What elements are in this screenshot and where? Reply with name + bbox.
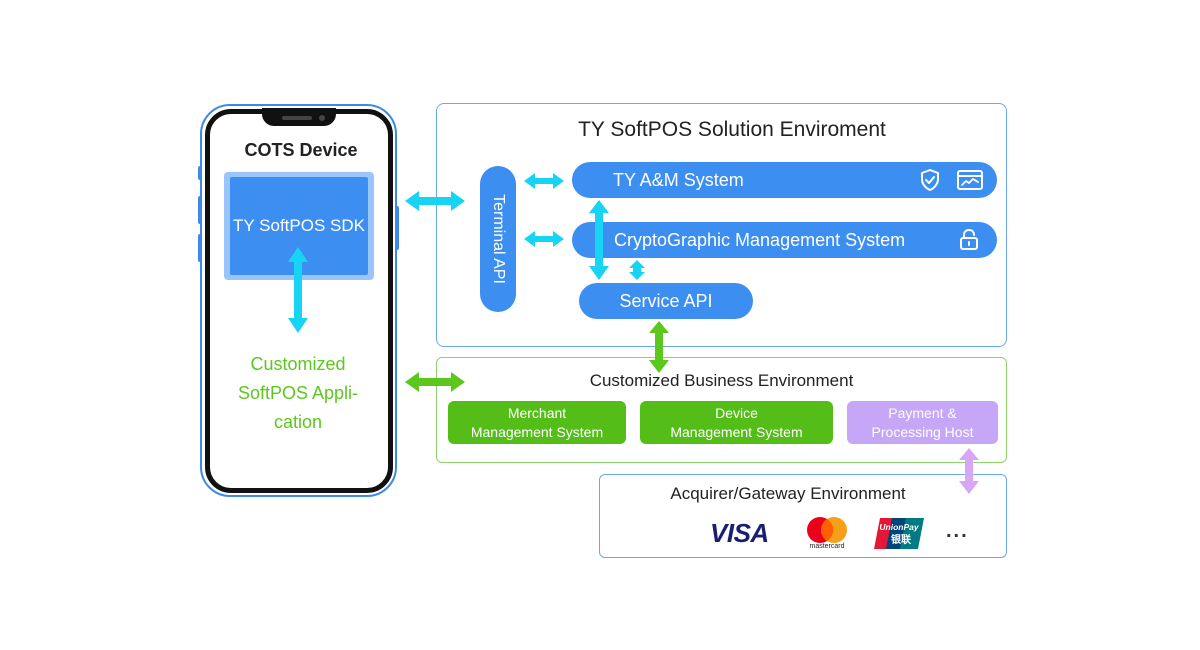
payment-processing-card: Payment & Processing Host bbox=[847, 401, 998, 444]
lock-open-icon bbox=[960, 228, 978, 250]
crypto-service-arrow bbox=[629, 260, 645, 280]
am-system-label: TY A&M System bbox=[613, 169, 744, 190]
terminal-crypto-arrow bbox=[524, 231, 564, 247]
crypto-system-label: CryptoGraphic Management System bbox=[614, 229, 906, 250]
terminal-am-arrow bbox=[524, 173, 564, 189]
card-line: Processing Host bbox=[871, 423, 974, 440]
card-line: Device bbox=[715, 404, 758, 421]
phone-side-button bbox=[198, 166, 202, 180]
solution-environment-box bbox=[436, 103, 1007, 347]
device-terminal-arrow bbox=[405, 191, 465, 211]
phone-side-button bbox=[198, 196, 202, 224]
card-line: Management System bbox=[670, 423, 803, 440]
phone-camera bbox=[319, 115, 325, 121]
dashboard-card-icon bbox=[957, 170, 983, 190]
mastercard-logo bbox=[807, 517, 847, 543]
app-label-line: Customized bbox=[250, 354, 346, 374]
more-networks-ellipsis: ... bbox=[946, 520, 969, 542]
merchant-management-card: Merchant Management System bbox=[448, 401, 626, 444]
service-api-label: Service API bbox=[619, 290, 713, 311]
business-environment-box bbox=[436, 357, 1007, 463]
unionpay-wordmark: UnionPay bbox=[879, 522, 919, 532]
phone-side-button bbox=[198, 234, 202, 262]
phone-power-button bbox=[395, 206, 399, 250]
payment-acquirer-arrow bbox=[959, 448, 979, 494]
am-service-arrow bbox=[589, 200, 609, 280]
sdk-label: TY SoftPOS SDK bbox=[233, 216, 365, 235]
app-label-line: SoftPOS Appli- bbox=[237, 383, 359, 403]
device-management-card: Device Management System bbox=[640, 401, 833, 444]
terminal-api-pill bbox=[480, 166, 516, 312]
service-business-arrow bbox=[649, 321, 669, 373]
card-line: Merchant bbox=[507, 404, 567, 421]
solution-environment-title: TY SoftPOS Solution Enviroment bbox=[578, 118, 886, 141]
sdk-app-arrow bbox=[288, 247, 308, 333]
app-label: Customized SoftPOS Appli- cation bbox=[218, 350, 378, 437]
app-label-line: cation bbox=[273, 412, 323, 432]
visa-logo: VISA bbox=[710, 518, 769, 548]
device-business-arrow bbox=[405, 372, 465, 392]
business-environment-title: Customized Business Environment bbox=[589, 371, 854, 390]
card-line: Management System bbox=[470, 423, 604, 440]
acquirer-environment-box bbox=[599, 474, 1007, 558]
unionpay-logo: UnionPay 银联 bbox=[874, 518, 924, 549]
device-title: COTS Device bbox=[244, 140, 358, 160]
service-api-pill: Service API bbox=[579, 283, 753, 319]
mastercard-wordmark: mastercard bbox=[809, 543, 845, 550]
card-line: Payment & bbox=[888, 404, 957, 421]
acquirer-environment-title: Acquirer/Gateway Environment bbox=[670, 484, 906, 503]
unionpay-chinese: 银联 bbox=[891, 533, 911, 546]
crypto-system-pill: CryptoGraphic Management System bbox=[572, 222, 997, 258]
phone-speaker bbox=[282, 116, 312, 120]
am-system-pill: TY A&M System bbox=[572, 162, 997, 198]
shield-check-icon bbox=[921, 169, 939, 191]
